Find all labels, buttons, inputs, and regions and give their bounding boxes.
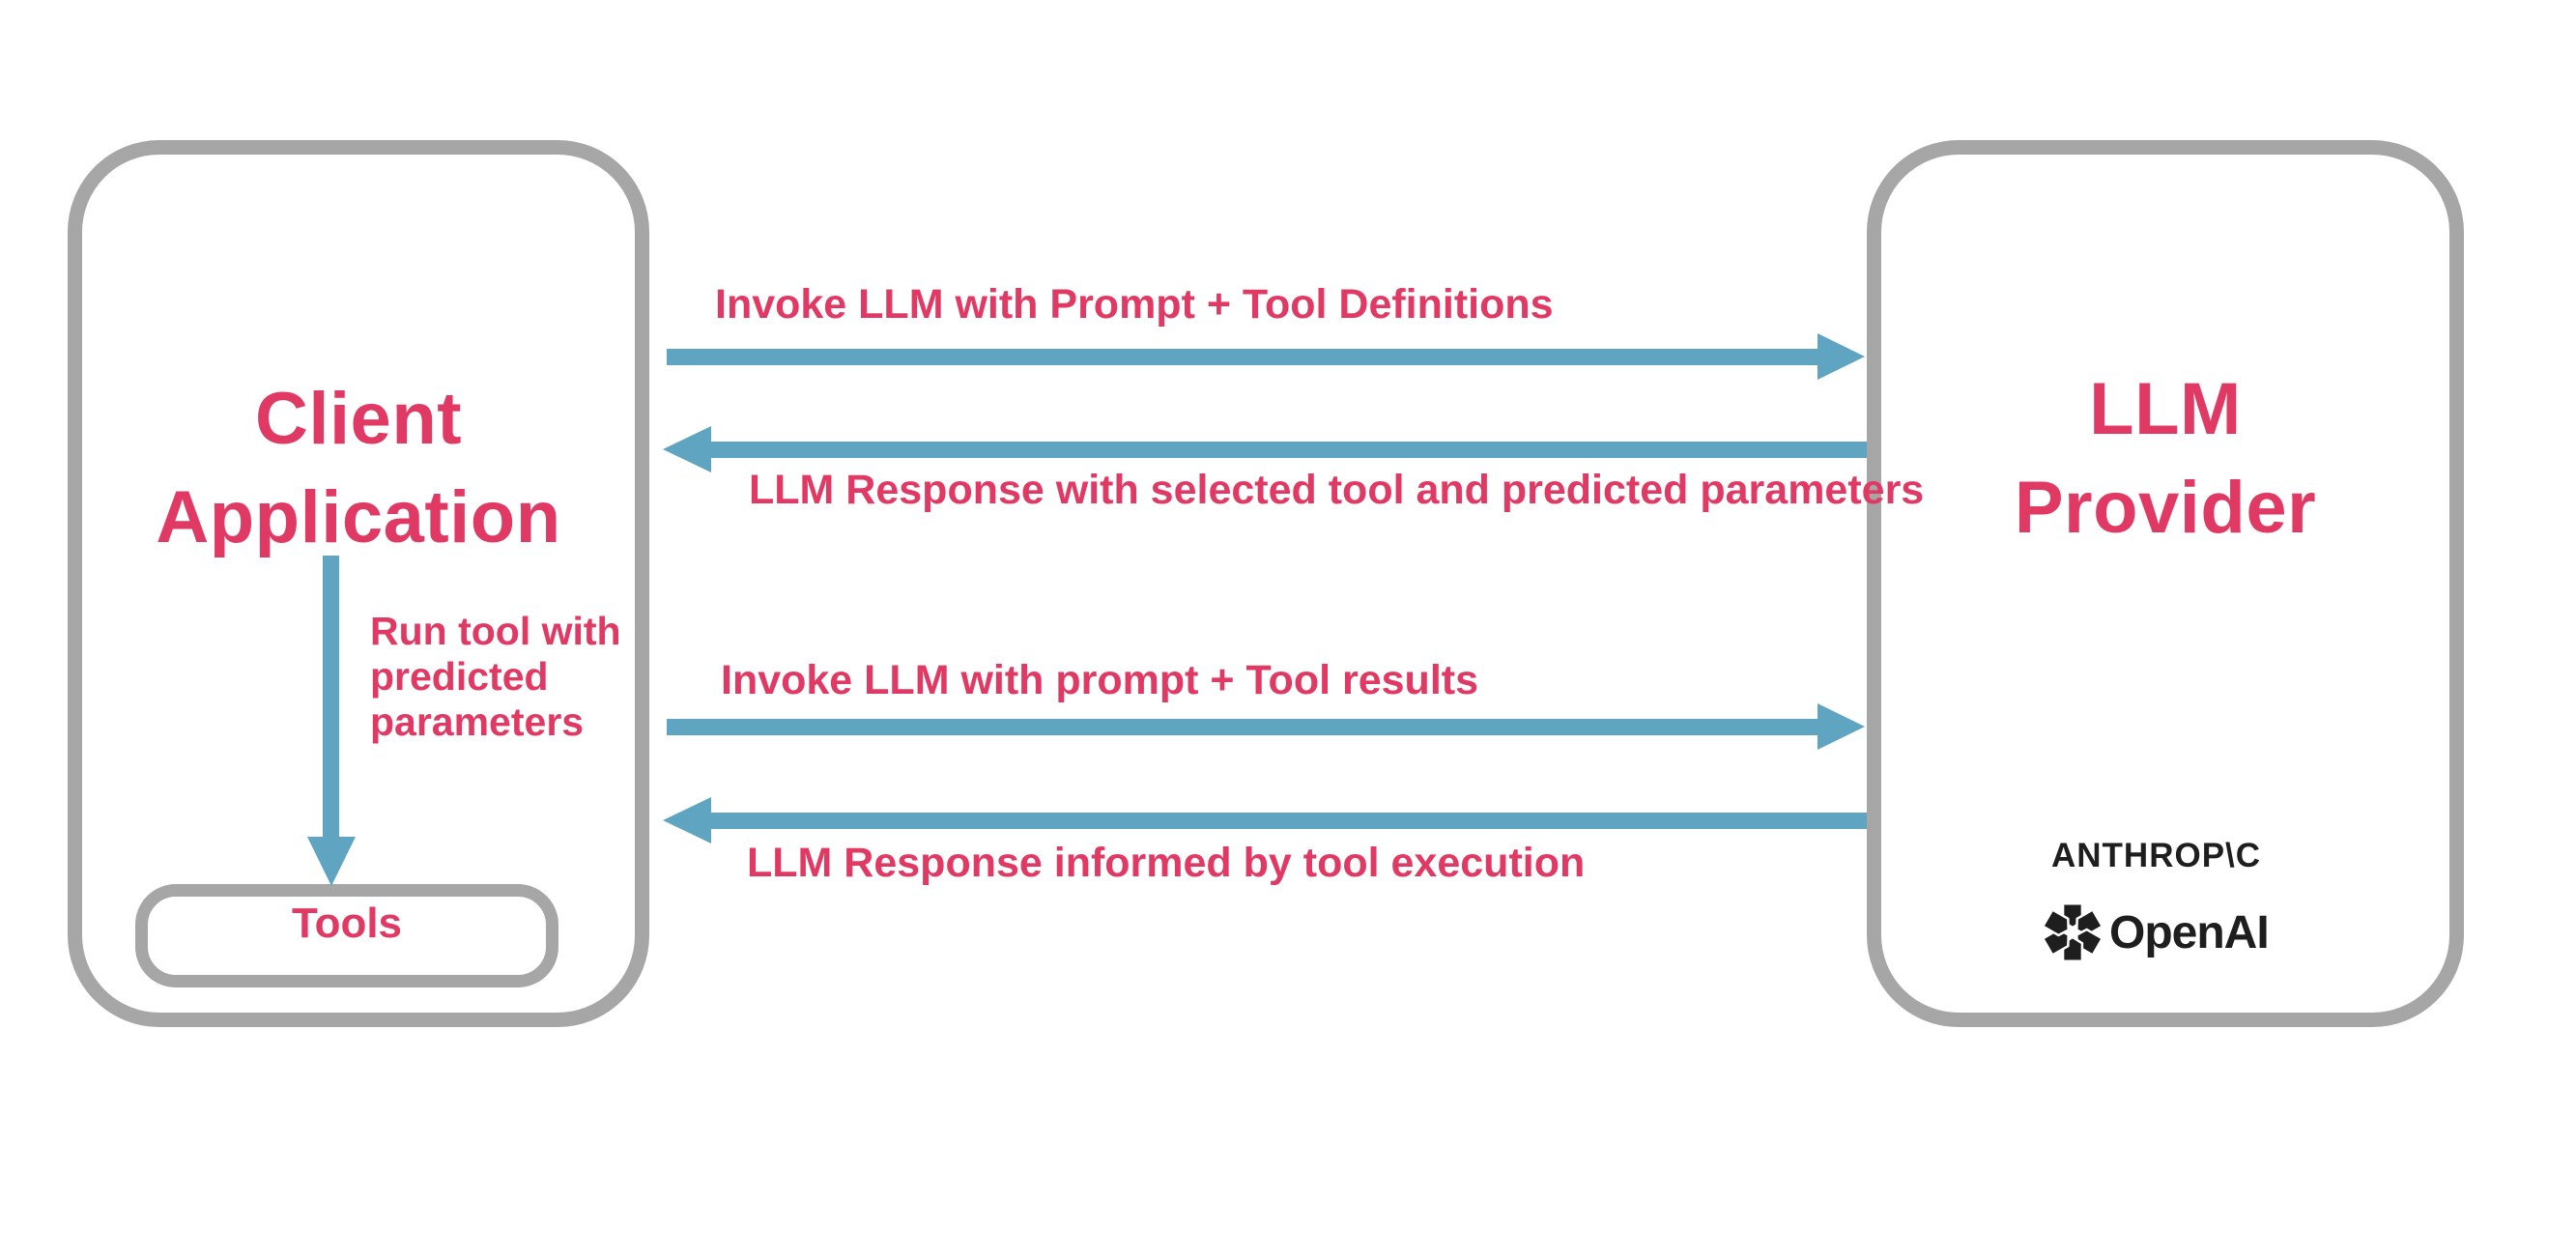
client-application-title: Client Application — [68, 370, 649, 567]
openai-logo-text: OpenAI — [2109, 906, 2270, 958]
llm-provider-box — [1867, 140, 2464, 1027]
run-tool-line2: predicted — [370, 654, 549, 699]
label-response-selected-tool: LLM Response with selected tool and pred… — [749, 467, 1925, 513]
llm-provider-title: LLM Provider — [1867, 360, 2464, 558]
tools-label: Tools — [291, 899, 403, 947]
client-application-box — [68, 140, 649, 1027]
client-title-line1: Client — [254, 378, 463, 460]
label-invoke-prompt-tool-definitions: Invoke LLM with Prompt + Tool Definition… — [715, 281, 1554, 328]
openai-flower-icon — [2043, 902, 2103, 962]
arrow-invoke-prompt-tool-results — [667, 703, 1865, 750]
label-invoke-prompt-tool-results: Invoke LLM with prompt + Tool results — [721, 657, 1478, 703]
arrow-response-tool-execution — [663, 797, 1867, 843]
openai-logo: OpenAI — [2043, 902, 2270, 962]
anthropic-logo: ANTHROP\C — [2051, 837, 2262, 874]
run-tool-line3: parameters — [370, 700, 585, 744]
provider-title-line2: Provider — [2014, 467, 2317, 549]
client-title-line2: Application — [156, 476, 561, 558]
arrow-invoke-prompt-tool-definitions — [667, 333, 1865, 380]
provider-title-line1: LLM — [2089, 368, 2242, 450]
run-tool-line1: Run tool with — [370, 609, 621, 653]
tools-box: Tools — [135, 884, 558, 987]
arrow-response-selected-tool — [663, 426, 1867, 472]
label-response-tool-execution: LLM Response informed by tool execution — [747, 840, 1586, 886]
label-run-tool: Run tool with predicted parameters — [370, 609, 621, 745]
